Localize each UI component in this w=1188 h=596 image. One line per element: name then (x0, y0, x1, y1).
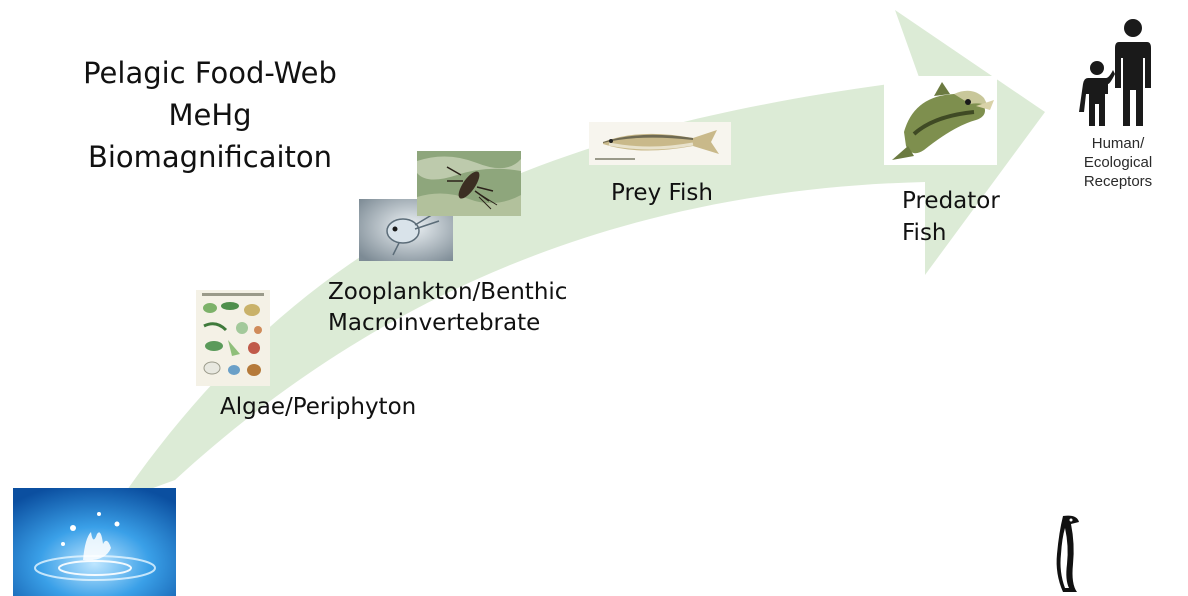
predator-label-line-1: Predator (902, 186, 1000, 216)
algae-label: Algae/Periphyton (220, 392, 416, 422)
zooplankton-label-line-2: Macroinvertebrate (328, 308, 540, 338)
receptors-line-3: Receptors (1062, 172, 1174, 191)
human-receptors-icon (1075, 18, 1165, 130)
title-line-2: MeHg (40, 94, 380, 136)
prey-fish-image (589, 122, 731, 165)
water-splash-image (13, 488, 176, 596)
zooplankton-label-line-1: Zooplankton/Benthic (328, 277, 567, 307)
predator-label-line-2: Fish (902, 218, 947, 248)
predator-fish-image (884, 76, 997, 165)
logo-mark (1049, 514, 1085, 594)
title-line-1: Pelagic Food-Web (40, 52, 380, 94)
diagram-title: Pelagic Food-Web MeHg Biomagnificaiton (40, 52, 380, 178)
receptors-line-1: Human/ (1062, 134, 1174, 153)
prey-fish-label: Prey Fish (611, 178, 713, 208)
receptors-line-2: Ecological (1062, 153, 1174, 172)
title-line-3: Biomagnificaiton (40, 136, 380, 178)
macroinvertebrate-image (417, 151, 521, 216)
algae-plate-image (196, 290, 270, 386)
receptors-label: Human/ Ecological Receptors (1062, 134, 1174, 191)
